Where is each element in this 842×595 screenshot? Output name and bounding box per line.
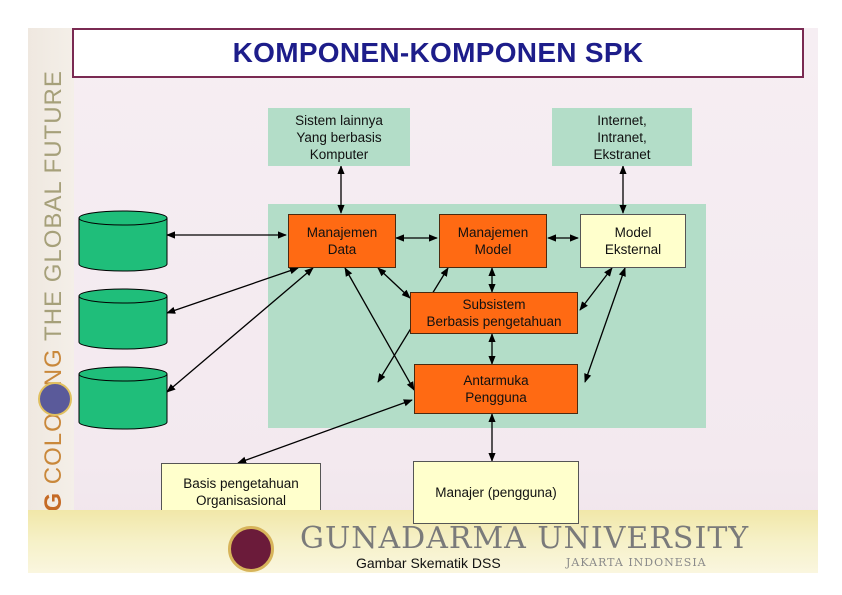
node-sistem-lainnya: Sistem lainnya Yang berbasis Komputer xyxy=(268,108,410,166)
title-box: KOMPONEN-KOMPONEN SPK xyxy=(72,28,804,78)
node-manajer: Manajer (pengguna) xyxy=(413,461,579,524)
node-internet: Internet, Intranet, Ekstranet xyxy=(552,108,692,166)
arrow-eksternal-subsistem xyxy=(579,267,613,311)
arrow-cyl3-data xyxy=(166,267,314,393)
arrow-basis-antarmuka xyxy=(237,399,413,464)
side-logo-icon xyxy=(38,382,72,416)
side-banner xyxy=(28,28,74,573)
node-model-eksternal: Model Eksternal xyxy=(580,214,686,268)
node-subsistem: Subsistem Berbasis pengetahuan xyxy=(410,292,578,334)
page-title: KOMPONEN-KOMPONEN SPK xyxy=(232,37,644,68)
database-cylinder-3 xyxy=(78,366,168,430)
university-name: GUNADARMA UNIVERSITY xyxy=(300,521,750,556)
node-manajemen-model: Manajemen Model xyxy=(439,214,547,268)
arrow-data-antarmuka xyxy=(344,267,415,391)
figure-caption: Gambar Skematik DSS xyxy=(356,555,501,571)
database-cylinder-2 xyxy=(78,288,168,350)
university-location: JAKARTA INDONESIA xyxy=(566,556,707,569)
arrow-eksternal-antarmuka xyxy=(584,267,626,383)
arrow-data-subsistem xyxy=(377,267,411,299)
node-antarmuka: Antarmuka Pengguna xyxy=(414,364,578,414)
database-cylinder-1 xyxy=(78,210,168,272)
node-manajemen-data: Manajemen Data xyxy=(288,214,396,268)
university-logo-icon xyxy=(228,526,274,572)
arrow-cyl2-data xyxy=(166,267,299,314)
